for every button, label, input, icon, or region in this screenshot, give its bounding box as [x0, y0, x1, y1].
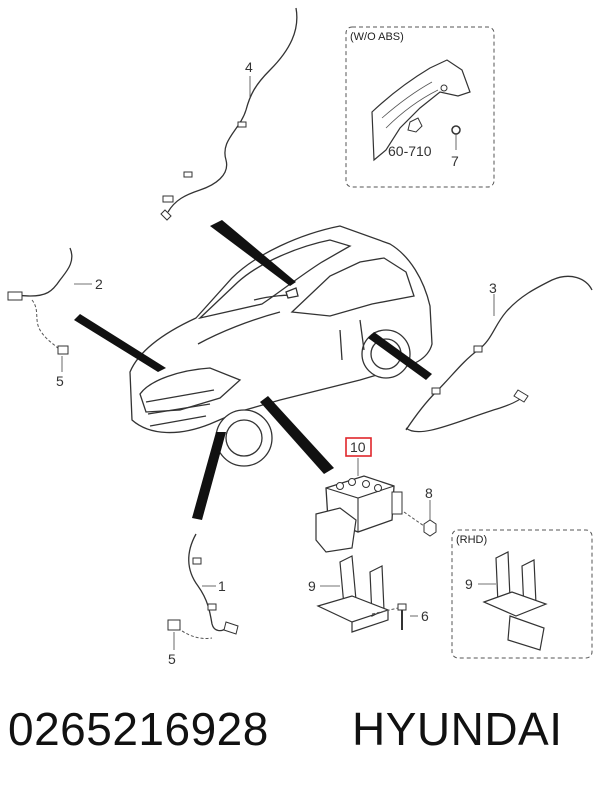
bracket-9 [316, 555, 390, 633]
wheel-speed-sensor-2: 2 5 [7, 247, 103, 389]
inset-wo-abs-title: (W/O ABS) [350, 31, 404, 43]
callout-7: 7 [451, 153, 459, 169]
callout-10-highlight [345, 437, 372, 457]
callout-3: 3 [489, 280, 497, 296]
wheel-speed-sensor-1: 1 5 [167, 533, 239, 667]
inset-rhd: (RHD) 9 [451, 529, 593, 659]
callout-5-upper: 5 [56, 373, 64, 389]
wheel-speed-sensor-4: 4 [160, 7, 298, 221]
callout-1: 1 [218, 578, 226, 594]
abs-hydraulic-unit: 10 [315, 437, 403, 553]
vehicle-outline [129, 225, 433, 467]
callout-6: 6 [421, 608, 429, 624]
callout-5-lower: 5 [168, 651, 176, 667]
inset-rhd-title: (RHD) [456, 534, 487, 546]
bolt-6: 6 [371, 603, 429, 630]
callout-4: 4 [245, 59, 253, 75]
callout-9-rhd: 9 [465, 576, 473, 592]
callout-10: 10 [350, 439, 366, 455]
brand-name: HYUNDAI [352, 703, 563, 755]
callout-2: 2 [95, 276, 103, 292]
wheel-speed-sensor-3: 3 [405, 275, 593, 433]
nut-8: 8 [403, 485, 437, 537]
leader-wedges [74, 220, 432, 520]
callout-ref-60-710: 60-710 [388, 143, 432, 159]
inset-wo-abs: (W/O ABS) 60-710 7 [345, 26, 495, 188]
part-number: 0265216928 [8, 703, 269, 755]
callout-9-main: 9 [308, 578, 316, 594]
callout-8: 8 [425, 485, 433, 501]
